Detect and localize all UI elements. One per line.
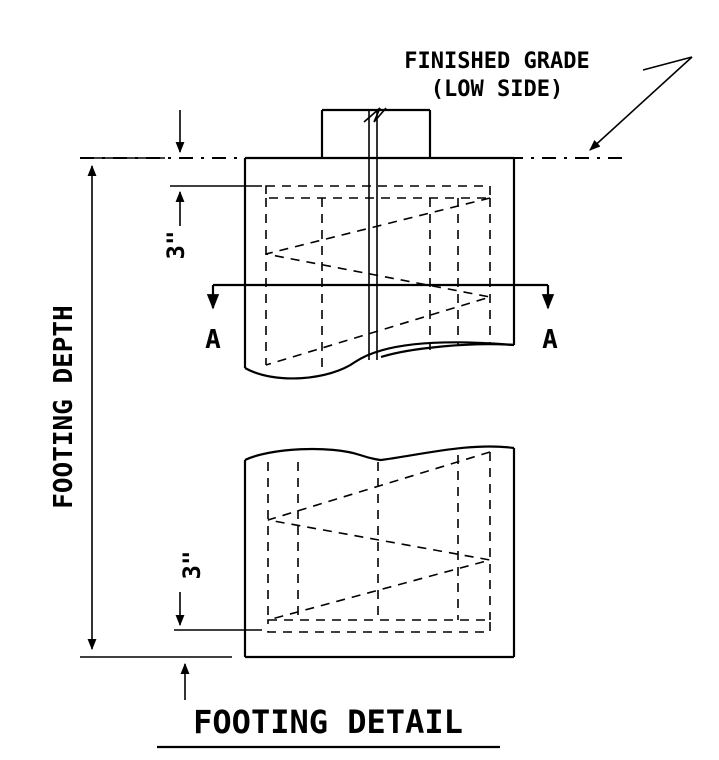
section-marker-left: A <box>205 325 221 355</box>
top-cover-label: 3" <box>162 231 190 260</box>
drawing-title: FOOTING DETAIL <box>193 703 463 741</box>
footing-depth-label: FOOTING DEPTH <box>49 305 79 509</box>
bottom-cover-label: 3" <box>178 551 206 580</box>
column-above-grade <box>320 107 432 360</box>
bottom-cover-dimension <box>174 592 262 700</box>
top-cover-dimension <box>170 110 262 226</box>
footing-depth-dimension <box>80 157 232 658</box>
section-line-a-a <box>206 283 555 310</box>
finished-grade-leader <box>589 56 693 151</box>
finished-grade-sublabel: (LOW SIDE) <box>431 77 563 102</box>
section-marker-right: A <box>542 325 558 355</box>
finished-grade-label: FINISHED GRADE <box>404 49 589 74</box>
footing-upper-section <box>243 156 516 380</box>
footing-lower-section <box>243 445 516 659</box>
